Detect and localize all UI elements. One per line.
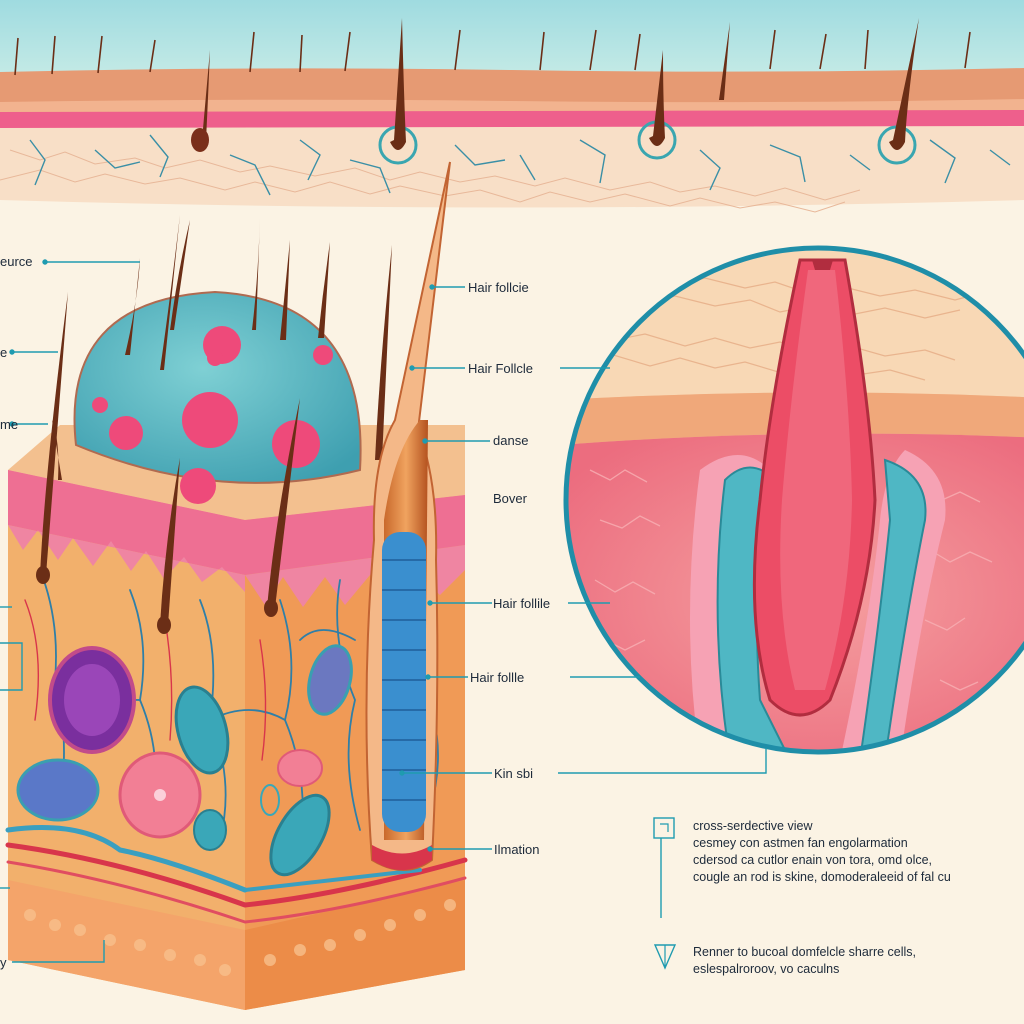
label-hair-follicle-1: Hair follcie <box>468 280 529 295</box>
cell-teal-small <box>193 809 227 851</box>
note-1-line-3: cougle an rod is skine, domoderaleeid of… <box>693 869 951 884</box>
label-left-2: e <box>0 345 8 360</box>
label-hair-follicle-3: Hair follile <box>493 596 551 611</box>
note-1-line-1: cesmey con astmen fan engolarmation <box>693 835 908 850</box>
long-hair-follicle <box>365 161 451 871</box>
cell-pink <box>118 751 202 839</box>
dome-lesion <box>73 290 362 504</box>
label-left-3: me <box>0 417 19 432</box>
label-danse: danse <box>493 433 529 448</box>
cell-blue-oval-3 <box>307 644 353 716</box>
label-left-source: eurce <box>0 254 33 269</box>
note-icon-2 <box>653 944 677 970</box>
top-skin-band <box>0 0 1024 213</box>
label-bover: Bover <box>493 491 527 506</box>
label-hair-follicle-2: Hair Follcle <box>468 361 534 376</box>
note-2-line-2: eslespalroroov, vo caculns <box>693 961 840 976</box>
note-cross-sectional-view: cross-serdective view cesmey con astmen … <box>693 818 951 886</box>
cell-pink-small <box>277 749 323 787</box>
cell-blue-oval-1 <box>16 758 100 822</box>
magnified-follicle-view <box>563 245 1024 755</box>
top-hair-follicles <box>191 18 919 165</box>
label-left-4: y <box>0 955 7 970</box>
label-leader-lines <box>0 259 767 963</box>
note-icon-1 <box>653 817 675 839</box>
label-inflammation: Ilmation <box>494 842 540 857</box>
note-1-line-2: cdersod ca cutlor enain von tora, omd ol… <box>693 852 933 867</box>
note-1-title: cross-serdective view <box>693 819 813 833</box>
block-hairs <box>36 215 392 634</box>
label-hair-follicle-4: Hair follle <box>470 670 525 685</box>
cell-teal-long <box>269 793 331 877</box>
note-2-line-1: Renner to bucoal domfelcle sharre cells, <box>693 945 917 959</box>
label-skin: Kin sbi <box>494 766 534 781</box>
cell-purple <box>48 646 136 754</box>
cell-blue-oval-2 <box>174 685 230 775</box>
note-bucoal-cells: Renner to bucoal domfelcle sharre cells,… <box>693 944 916 978</box>
